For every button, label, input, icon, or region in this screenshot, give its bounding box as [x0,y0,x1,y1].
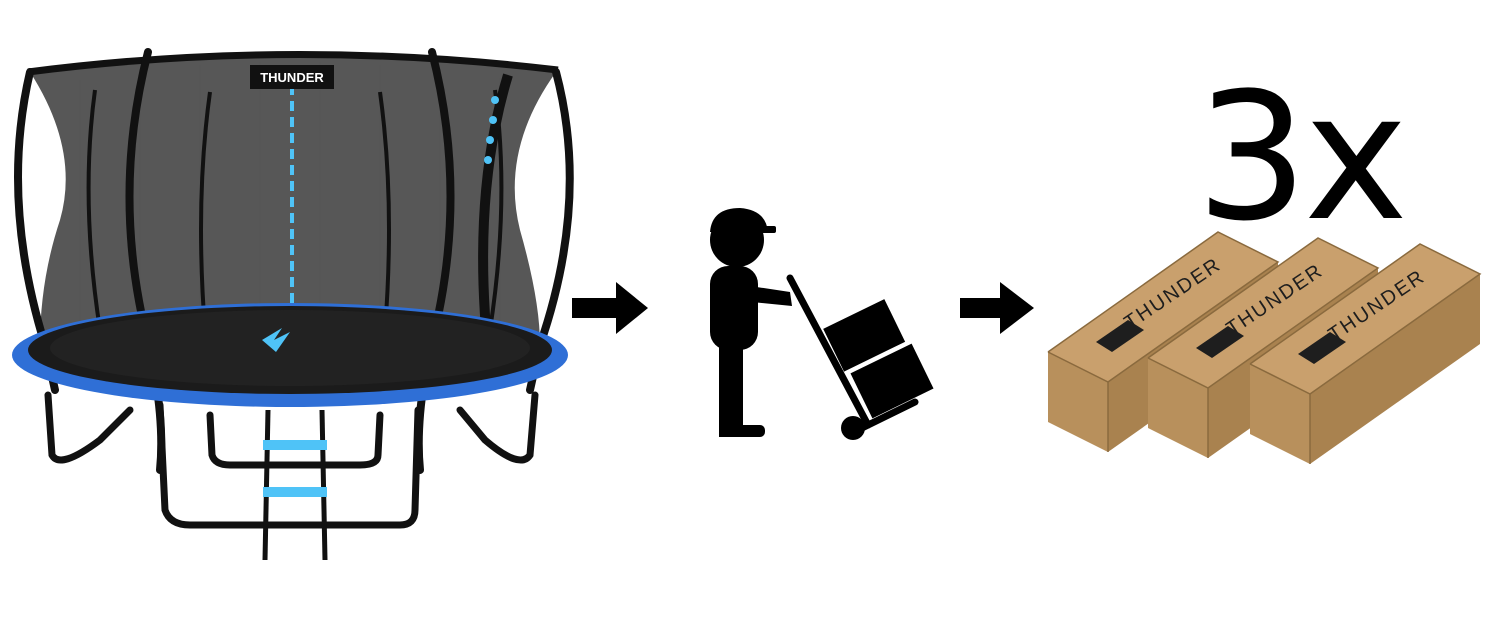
trampoline-icon: THUNDER [12,48,574,561]
box-count-label: 3x [1196,55,1408,260]
hand-truck-icon [786,274,934,440]
ladder-icon [262,409,328,561]
right-arrow-icon [960,282,1034,334]
delivery-person-icon [710,208,792,437]
trampoline-brand-logo: THUNDER [260,70,324,85]
right-arrow-icon [572,282,648,334]
